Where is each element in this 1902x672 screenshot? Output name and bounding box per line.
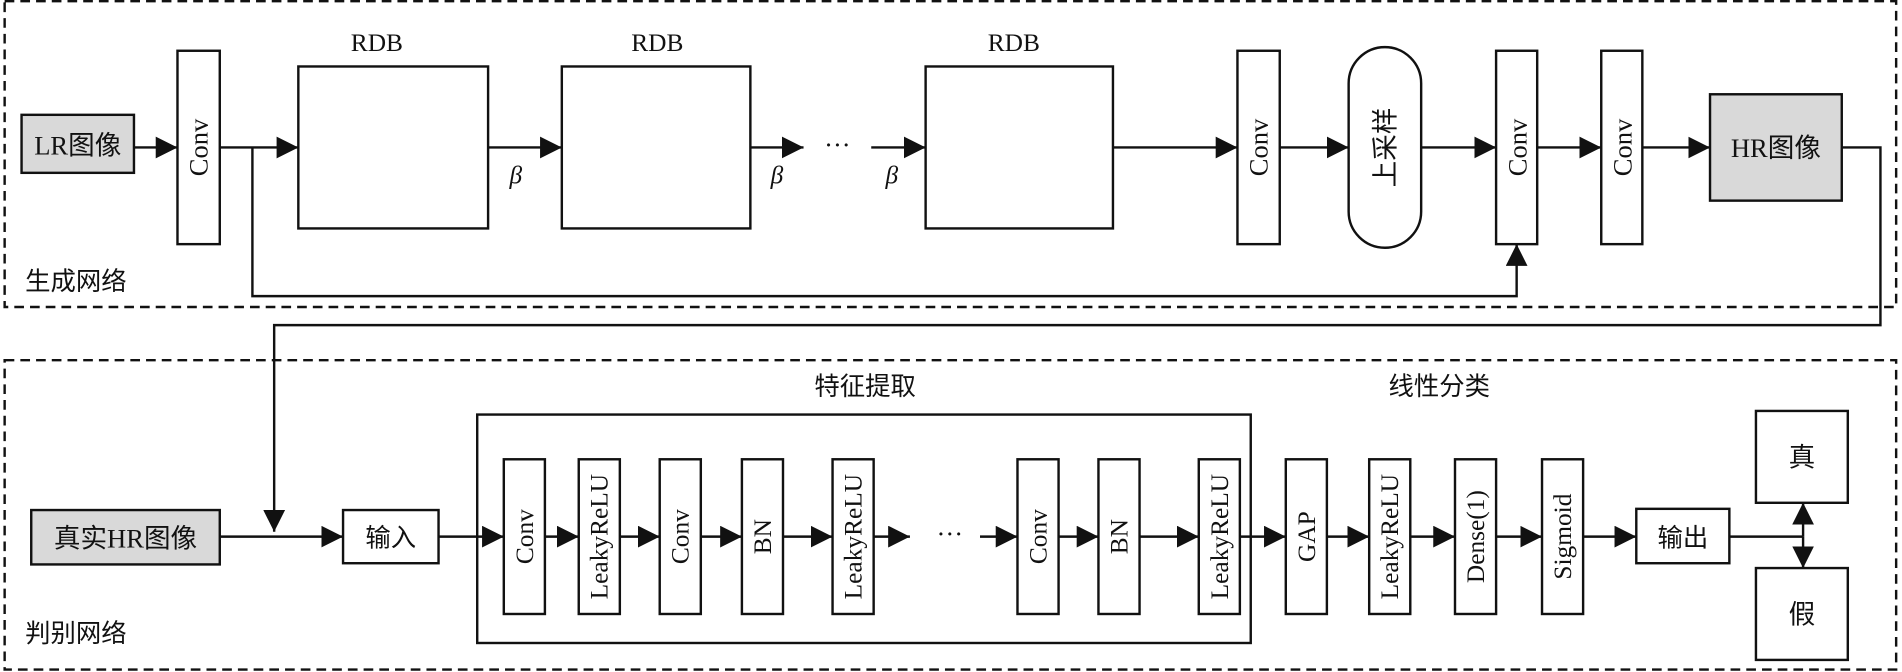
discriminator-layers: Conv LeakyReLU Conv BN LeakyReLU Conv BN LeakyR… bbox=[502, 458, 1637, 616]
feature-layer-conv: Conv bbox=[658, 458, 703, 616]
layer-label: BN bbox=[1105, 519, 1133, 554]
rdb-title: RDB bbox=[351, 29, 403, 57]
rdb-block-1: RDB bbox=[297, 29, 490, 230]
generator-section-label: 生成网络 bbox=[25, 268, 127, 296]
rdb-block-2: RDB bbox=[560, 29, 752, 230]
lr-image-block: LR图像 bbox=[20, 113, 136, 175]
beta-label: β bbox=[509, 162, 523, 190]
fake-result-block: 假 bbox=[1754, 566, 1850, 662]
conv-label: Conv bbox=[1244, 118, 1274, 176]
generator-conv-2: Conv bbox=[1236, 49, 1281, 246]
layer-box bbox=[658, 458, 703, 616]
generator-conv-4: Conv bbox=[1600, 49, 1644, 246]
feature-layer-leakyrelu: LeakyReLU bbox=[1197, 458, 1242, 616]
ellipsis: ··· bbox=[937, 519, 964, 549]
layer-label: GAP bbox=[1293, 511, 1321, 562]
rdb-title: RDB bbox=[988, 29, 1040, 57]
skip-connection-arrow bbox=[251, 147, 1528, 298]
discriminator-section-border bbox=[3, 358, 1898, 671]
real-hr-image-label: 真实HR图像 bbox=[54, 524, 197, 554]
generated-image-to-discriminator-arrow bbox=[263, 146, 1882, 532]
generator-conv-1: Conv bbox=[176, 49, 221, 246]
classify-layer-gap: GAP bbox=[1284, 458, 1329, 616]
layer-label: LeakyReLU bbox=[1206, 474, 1234, 599]
real-label: 真 bbox=[1789, 443, 1816, 473]
conv-label: Conv bbox=[1607, 118, 1637, 176]
linear-classification-title: 线性分类 bbox=[1389, 373, 1491, 401]
fake-label: 假 bbox=[1789, 600, 1816, 630]
layer-label: Sigmoid bbox=[1549, 493, 1577, 579]
generator-conv-3: Conv bbox=[1494, 49, 1539, 246]
upsample-label: 上采样 bbox=[1371, 108, 1401, 188]
output-block: 输出 bbox=[1635, 507, 1731, 565]
layer-label: LeakyReLU bbox=[586, 474, 614, 599]
input-block: 输入 bbox=[341, 508, 440, 565]
real-hr-image-block: 真实HR图像 bbox=[30, 508, 221, 566]
input-label: 输入 bbox=[365, 524, 416, 552]
layer-label: Dense(1) bbox=[1462, 490, 1490, 583]
discriminator-section-label: 判别网络 bbox=[25, 620, 127, 648]
feature-layer-leakyrelu: LeakyReLU bbox=[577, 458, 622, 616]
hr-image-block: HR图像 bbox=[1708, 93, 1843, 202]
feature-layer-leakyrelu: LeakyReLU bbox=[831, 458, 875, 616]
layer-label: BN bbox=[749, 519, 777, 554]
ellipsis: ··· bbox=[824, 129, 851, 159]
classify-layer-dense-1: Dense(1) bbox=[1453, 458, 1498, 616]
upsample-block: 上采样 bbox=[1347, 45, 1423, 249]
lr-image-label: LR图像 bbox=[34, 131, 121, 161]
layer-label: LeakyReLU bbox=[1376, 474, 1404, 599]
classify-layer-leakyrelu: LeakyReLU bbox=[1367, 458, 1412, 616]
conv-label: Conv bbox=[184, 118, 214, 176]
layer-label: LeakyReLU bbox=[840, 474, 868, 599]
output-label: 输出 bbox=[1657, 524, 1708, 552]
layer-box bbox=[1540, 458, 1585, 616]
generator-section-border bbox=[3, 0, 1898, 309]
feature-extraction-container bbox=[476, 413, 1252, 645]
beta-label: β bbox=[884, 162, 898, 190]
feature-layer-bn: BN bbox=[740, 458, 785, 616]
feature-extraction-title: 特征提取 bbox=[814, 373, 916, 401]
layer-label: Conv bbox=[1024, 509, 1052, 564]
feature-layer-conv: Conv bbox=[502, 458, 547, 616]
beta-label: β bbox=[770, 162, 784, 190]
real-result-block: 真 bbox=[1754, 409, 1850, 504]
feature-layer-bn: BN bbox=[1097, 458, 1141, 616]
rdb-block-3: RDB bbox=[924, 29, 1115, 230]
layer-box bbox=[577, 458, 622, 616]
layer-label: Conv bbox=[667, 509, 695, 564]
feature-layer-conv: Conv bbox=[1016, 458, 1060, 616]
rdb-title: RDB bbox=[631, 29, 683, 57]
layer-label: Conv bbox=[511, 509, 539, 564]
conv-label: Conv bbox=[1502, 118, 1532, 176]
classify-layer-sigmoid: Sigmoid bbox=[1540, 458, 1585, 616]
hr-image-label: HR图像 bbox=[1731, 133, 1821, 163]
